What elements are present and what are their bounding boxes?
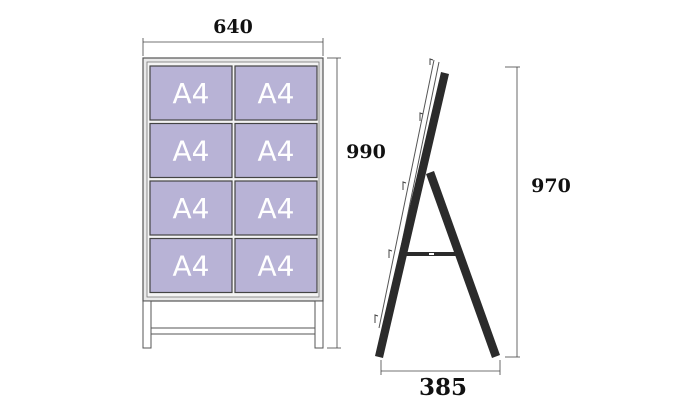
a4-slot-label: A4 [173,77,210,110]
a4-slot-label: A4 [173,192,210,225]
front-right-leg [314,300,324,349]
a4-slot: A4 [149,122,233,179]
a4-slot-pocket [149,237,233,294]
a4-slot: A4 [234,122,318,179]
side-panel-brackets [374,58,434,323]
bracket-hook [388,249,393,258]
a4-slot-label: A4 [258,135,295,168]
a4-slot-pocket [149,180,233,236]
side-panel-front-edge [378,59,435,329]
a4-slot-label: A4 [258,250,295,283]
bracket-hook [419,112,424,121]
side-view: 385 970 [374,58,571,401]
side-rear-leg [426,171,500,358]
a4-slot-pocket [234,122,318,179]
a4-slot: A4 [234,237,318,294]
a4-slot: A4 [149,180,233,236]
a4-slot-label: A4 [258,77,295,110]
front-left-leg [142,300,152,349]
side-crossbar-latch [429,253,434,255]
a4-slot-pocket [234,65,318,121]
a4-slot-pocket [149,65,233,121]
bracket-hook [402,181,407,190]
a4-slot-label: A4 [173,250,210,283]
height-dimension-label: 990 [346,141,386,163]
a4-slot-pocket [234,180,318,236]
side-height-dimension-label: 970 [531,175,571,197]
bracket-hook [374,314,379,323]
a4-slot: A4 [149,65,233,121]
a4-slot-label: A4 [258,192,295,225]
depth-dimension-label: 385 [419,374,467,401]
a4-slot-pocket [234,237,318,294]
a4-slot: A4 [149,237,233,294]
width-dimension-label: 640 [213,16,253,38]
a4-slot-label: A4 [173,135,210,168]
front-crossbar [150,327,316,335]
a4-slot: A4 [234,180,318,236]
side-front-leg [375,72,449,358]
bracket-hook [429,58,434,65]
a4-slot: A4 [234,65,318,121]
a4-slot-pocket [149,122,233,179]
